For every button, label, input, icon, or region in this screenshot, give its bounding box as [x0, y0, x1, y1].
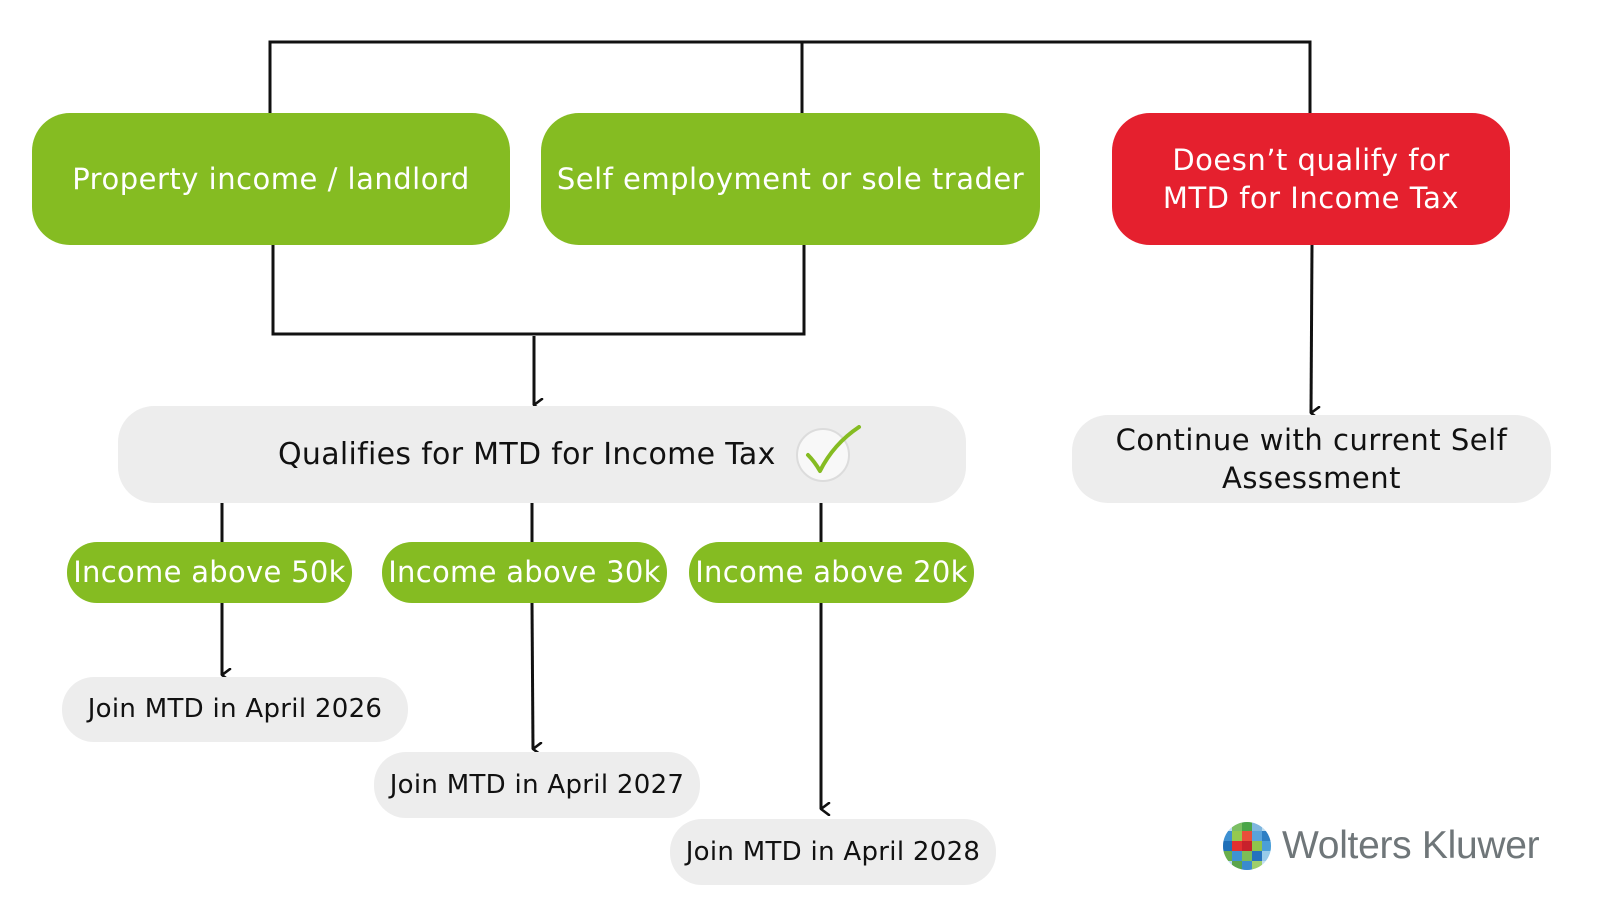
wolters-kluwer-logo-icon: [1222, 821, 1272, 871]
income-threshold-20k: Income above 20k: [689, 542, 974, 603]
self-employment-node: Self employment or sole trader: [541, 113, 1040, 245]
join-date-2028: Join MTD in April 2028: [670, 819, 996, 885]
join-date-2026: Join MTD in April 2026: [62, 677, 408, 742]
continue-self-assessment-node: Continue with current Self Assessment: [1072, 415, 1551, 503]
income-threshold-30k: Income above 30k: [382, 542, 667, 603]
not-qualify-node: Doesn’t qualify for MTD for Income Tax: [1112, 113, 1510, 245]
wolters-kluwer-wordmark: Wolters Kluwer: [1282, 824, 1540, 867]
property-income-label: Property income / landlord: [72, 161, 470, 196]
self-employment-label: Self employment or sole trader: [556, 161, 1025, 196]
continue-self-assessment-label: Continue with current Self Assessment: [1115, 422, 1508, 495]
arrow-to-2027: [530, 602, 533, 749]
join-date-label: Join MTD in April 2026: [87, 694, 383, 725]
checkmark-icon: [796, 425, 866, 485]
join-bracket-line: [271, 243, 806, 336]
join-date-label: Join MTD in April 2027: [389, 769, 685, 800]
top-bracket-line: [268, 40, 1312, 117]
income-threshold-label: Income above 30k: [388, 555, 661, 590]
join-date-2027: Join MTD in April 2027: [374, 752, 700, 818]
not-qualify-label: Doesn’t qualify for MTD for Income Tax: [1162, 142, 1460, 215]
income-threshold-label: Income above 20k: [695, 555, 968, 590]
arrow-to-continue: [1309, 244, 1312, 413]
income-threshold-50k: Income above 50k: [67, 542, 352, 603]
property-income-node: Property income / landlord: [32, 113, 510, 245]
join-date-label: Join MTD in April 2028: [685, 836, 981, 867]
income-threshold-label: Income above 50k: [73, 555, 346, 590]
qualifies-label: Qualifies for MTD for Income Tax: [278, 436, 776, 472]
wolters-kluwer-logo: Wolters Kluwer: [1222, 820, 1540, 872]
